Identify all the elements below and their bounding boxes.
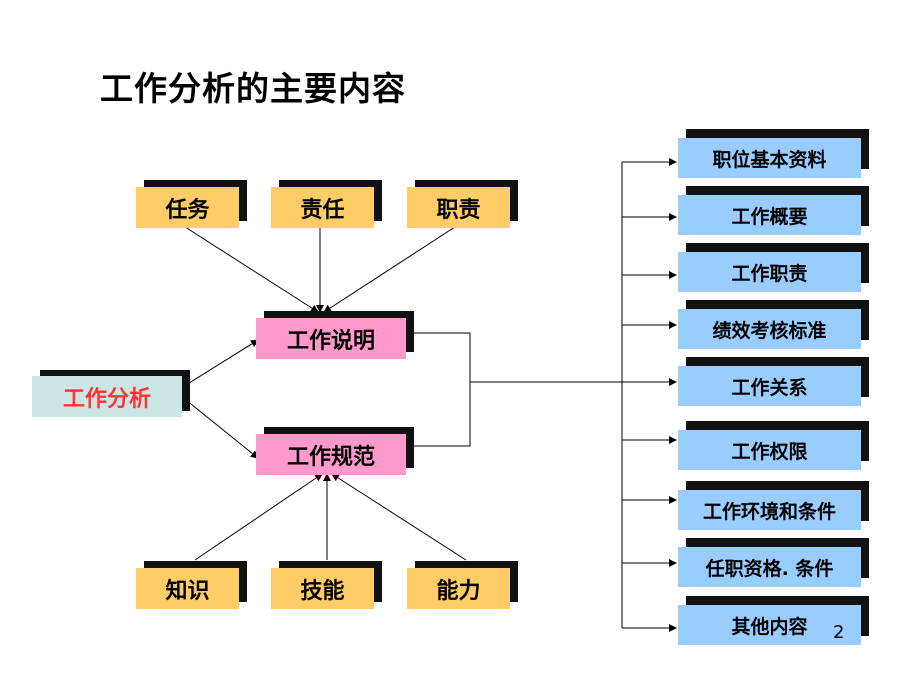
right-item-authority: 工作权限 xyxy=(678,430,861,470)
node-skill: 技能 xyxy=(271,568,374,609)
node-responsibility: 责任 xyxy=(271,187,374,228)
arrow-know-to-spec xyxy=(194,473,323,561)
node-ability: 能力 xyxy=(407,568,510,609)
arrow-root-to-desc xyxy=(185,339,259,386)
node-job-analysis: 工作分析 xyxy=(32,376,182,417)
bracket-middle xyxy=(412,332,471,447)
right-item-qualifications: 任职资格. 条件 xyxy=(678,547,861,587)
node-task: 任务 xyxy=(136,187,239,228)
arrow-task-to-desc xyxy=(181,224,319,313)
page-title: 工作分析的主要内容 xyxy=(100,69,406,108)
arrow-duty-to-desc xyxy=(323,224,459,313)
arrow-ability-to-spec xyxy=(331,473,467,561)
right-item-environment: 工作环境和条件 xyxy=(678,490,861,530)
right-item-other: 其他内容 xyxy=(678,605,861,645)
node-knowledge: 知识 xyxy=(136,568,239,609)
node-duty: 职责 xyxy=(407,187,510,228)
right-item-duties: 工作职责 xyxy=(678,252,861,292)
right-item-performance: 绩效考核标准 xyxy=(678,309,861,349)
node-job-description: 工作说明 xyxy=(256,318,406,359)
node-job-specification: 工作规范 xyxy=(256,434,406,475)
right-item-basic-info: 职位基本资料 xyxy=(678,138,861,178)
arrow-root-to-spec xyxy=(185,399,259,459)
right-item-relations: 工作关系 xyxy=(678,366,861,406)
page-number: 2 xyxy=(833,622,845,643)
right-item-summary: 工作概要 xyxy=(678,195,861,235)
